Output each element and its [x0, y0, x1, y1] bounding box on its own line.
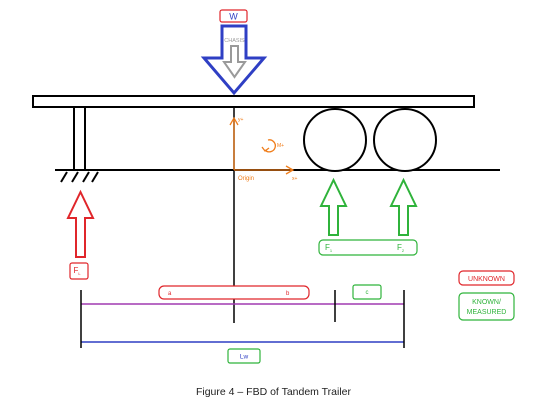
dimension-a-label: a — [168, 291, 172, 297]
chassis-label: CHASIS — [224, 38, 245, 44]
y-axis-arrowhead — [229, 116, 239, 126]
dimension-lw-label: Lw — [240, 354, 249, 361]
dimension-ab-box — [158, 285, 310, 300]
dimension-lw-box — [227, 348, 261, 364]
wheel-rear — [373, 108, 437, 172]
force-arrow-front — [66, 189, 95, 258]
dimension-c-label: c — [366, 290, 369, 296]
w-label: W — [229, 12, 238, 22]
force-arrow-rear-2 — [389, 177, 418, 236]
moment-label: M+ — [277, 143, 284, 149]
trailer-deck — [32, 95, 475, 108]
wheel-front — [303, 108, 367, 172]
figure-caption: Figure 4 – FBD of Tandem Trailer — [195, 386, 352, 398]
legend-known-label-line1: KNOWN/ — [472, 299, 501, 306]
dimension-b-label: b — [286, 291, 290, 297]
chassis-arrow — [222, 45, 247, 79]
force-label-front: FL — [73, 266, 81, 276]
force-label-rear-1: F1 — [325, 243, 333, 253]
legend-known-label-line2: MEASURED — [467, 309, 507, 316]
dimension-c-box — [352, 284, 382, 300]
moment-arrowhead — [261, 146, 270, 152]
x-axis-arrowhead — [285, 165, 295, 175]
force-label-front-box — [69, 262, 89, 280]
moment-arrow — [264, 139, 276, 153]
force-arrow-rear-1 — [319, 177, 348, 236]
force-label-rear-box — [318, 239, 418, 256]
force-label-rear-2: F2 — [397, 243, 405, 253]
legend-unknown-box — [458, 270, 515, 286]
legend-known-box — [458, 292, 515, 321]
load-arrow-w — [200, 24, 268, 96]
origin-label: Origin — [238, 176, 254, 182]
ground-hatch — [60, 171, 99, 183]
legend-unknown-label: UNKNOWN — [468, 276, 505, 283]
x-axis-label: x+ — [292, 176, 298, 182]
y-axis-label: y+ — [238, 117, 244, 123]
w-label-box — [219, 9, 248, 23]
